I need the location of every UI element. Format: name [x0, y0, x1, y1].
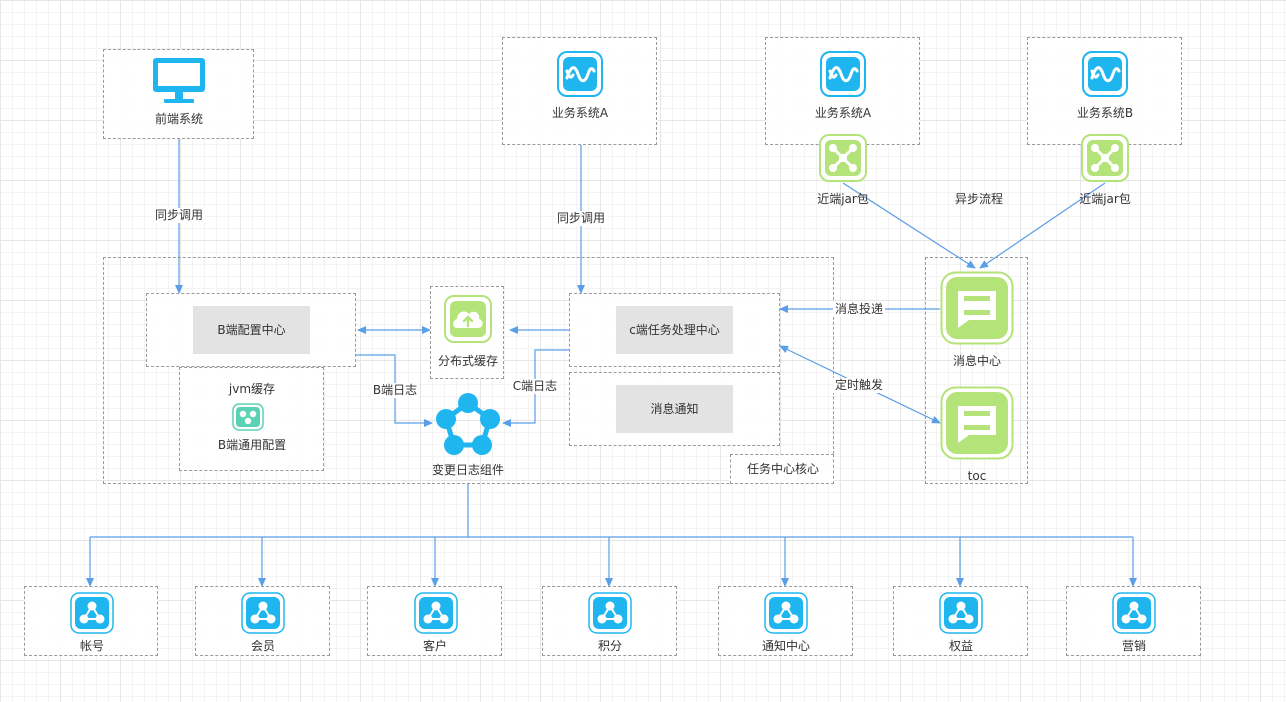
- jar-b-label: 近端jar包: [1079, 192, 1131, 206]
- c-log-label: C端日志: [510, 379, 560, 394]
- biz-system-a-right-label: 业务系统A: [814, 106, 872, 120]
- edge-jarA-to-msgcenter: [842, 182, 976, 269]
- downstream-label: 帐号: [79, 639, 105, 653]
- message-delivery-label: 消息投递: [832, 302, 886, 317]
- distributed-cache-label: 分布式缓存: [437, 354, 499, 368]
- config-cluster-icon: [232, 403, 264, 431]
- edge-jarB-to-msgcenter: [979, 182, 1106, 269]
- biz-system-a-top-box[interactable]: 业务系统A: [502, 37, 657, 145]
- message-center-icon[interactable]: [940, 271, 1014, 345]
- toc-icon[interactable]: [940, 386, 1014, 460]
- frontend-system-box[interactable]: 前端系统: [103, 49, 254, 139]
- jar-package-icon[interactable]: [819, 134, 867, 182]
- service-node-icon: [241, 592, 285, 634]
- downstream-rights[interactable]: 权益: [893, 586, 1028, 656]
- b-config-center-box[interactable]: B端配置中心: [146, 293, 356, 367]
- downstream-label: 通知中心: [761, 639, 811, 653]
- downstream-label: 积分: [597, 639, 623, 653]
- jvm-cache-label: jvm缓存: [228, 382, 276, 396]
- message-column-box: [925, 257, 1028, 484]
- distributed-cache-box[interactable]: 分布式缓存: [430, 286, 504, 379]
- downstream-member[interactable]: 会员: [195, 586, 330, 656]
- jvm-cache-box[interactable]: jvm缓存 B端通用配置: [179, 367, 324, 471]
- task-center-core-label: 任务中心核心: [746, 462, 820, 476]
- downstream-label: 权益: [948, 639, 974, 653]
- task-center-core-tag: 任务中心核心: [730, 454, 834, 484]
- sync-call-left-label: 同步调用: [152, 208, 206, 223]
- service-node-icon: [764, 592, 808, 634]
- downstream-marketing[interactable]: 营销: [1066, 586, 1201, 656]
- cloud-upload-icon: [444, 295, 492, 343]
- wave-icon: [557, 51, 603, 97]
- frontend-system-label: 前端系统: [154, 112, 204, 126]
- biz-system-b-label: 业务系统B: [1076, 106, 1134, 120]
- downstream-label: 会员: [250, 639, 276, 653]
- task-center-core-container: [103, 257, 834, 484]
- change-log-network-icon[interactable]: [434, 391, 502, 457]
- c-task-center-box[interactable]: c端任务处理中心: [569, 293, 780, 367]
- biz-system-a-right-box[interactable]: 业务系统A: [765, 37, 920, 145]
- downstream-points[interactable]: 积分: [542, 586, 677, 656]
- b-log-label: B端日志: [370, 383, 420, 398]
- downstream-customer[interactable]: 客户: [367, 586, 502, 656]
- jar-package-icon[interactable]: [1081, 134, 1129, 182]
- async-flow-label: 异步流程: [954, 192, 1004, 206]
- change-log-label: 变更日志组件: [431, 463, 505, 477]
- wave-icon: [820, 51, 866, 97]
- wave-icon: [1082, 51, 1128, 97]
- b-config-center-label: B端配置中心: [193, 306, 310, 354]
- message-center-label: 消息中心: [952, 354, 1002, 368]
- service-node-icon: [939, 592, 983, 634]
- c-task-center-label: c端任务处理中心: [616, 306, 733, 354]
- service-node-icon: [70, 592, 114, 634]
- jar-a-label: 近端jar包: [817, 192, 869, 206]
- biz-system-a-top-label: 业务系统A: [551, 106, 609, 120]
- message-notify-box[interactable]: 消息通知: [569, 372, 780, 446]
- toc-label: toc: [967, 469, 987, 483]
- sync-call-mid-label: 同步调用: [554, 211, 608, 226]
- downstream-notify-center[interactable]: 通知中心: [718, 586, 853, 656]
- biz-system-b-box[interactable]: 业务系统B: [1027, 37, 1182, 145]
- service-node-icon: [1112, 592, 1156, 634]
- service-node-icon: [414, 592, 458, 634]
- downstream-label: 客户: [422, 639, 448, 653]
- b-common-config-label: B端通用配置: [217, 438, 287, 452]
- timed-trigger-label: 定时触发: [832, 378, 886, 393]
- service-node-icon: [588, 592, 632, 634]
- monitor-icon: [153, 58, 205, 103]
- downstream-label: 营销: [1121, 639, 1147, 653]
- message-notify-label: 消息通知: [616, 385, 733, 433]
- downstream-account[interactable]: 帐号: [24, 586, 158, 656]
